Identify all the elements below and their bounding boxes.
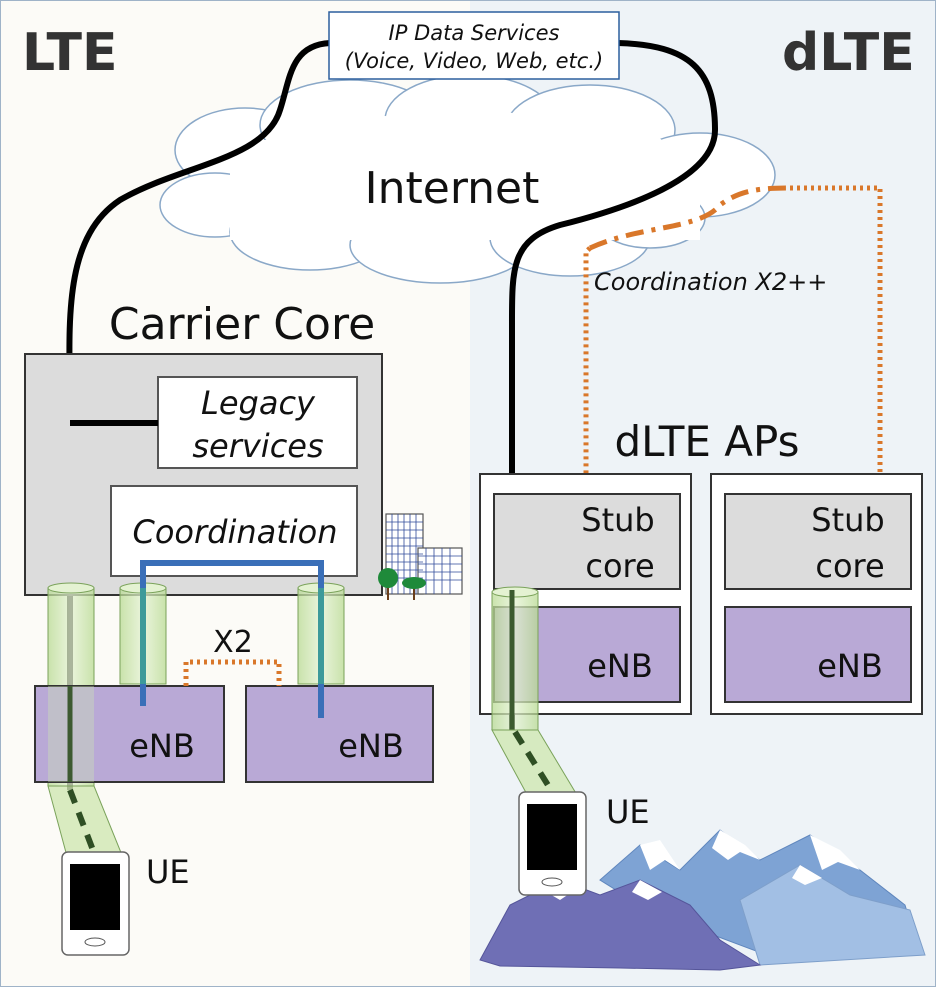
enb-left-2 [245, 685, 434, 783]
coordination-x2pp-label: Coordination X2++ [594, 268, 827, 296]
dlte-aps-title: dLTE APs [614, 417, 799, 466]
x2-dotted-link [183, 659, 282, 686]
stub-core-1-line1: Stub [581, 501, 654, 539]
ue-right-label: UE [606, 793, 650, 831]
enb-left-1 [34, 685, 225, 783]
enb-left-1-label: eNB [129, 727, 195, 765]
stub-core-2-line1: Stub [811, 501, 884, 539]
x2-label: X2 [213, 625, 253, 660]
ue-left-label: UE [146, 853, 190, 891]
stub-core-2-line2: core [815, 547, 884, 585]
dlte-header: dLTE [782, 23, 915, 83]
lte-header: LTE [22, 23, 118, 83]
x2plus-dashed-link [588, 185, 791, 251]
dlte-backbone-line [508, 40, 719, 730]
legacy-line1: Legacy [201, 384, 316, 422]
internet-label: Internet [365, 163, 540, 214]
legacy-line2: services [192, 427, 323, 465]
stub-core-1-line2: core [585, 547, 654, 585]
tunnel-dlte [491, 591, 539, 731]
lte-backbone-line [66, 40, 331, 790]
city-buildings-icon [378, 513, 463, 600]
enb-dlte-2-label: eNB [817, 647, 883, 685]
x2plus-dotted-link [583, 185, 883, 475]
stub-core-1 [493, 493, 681, 590]
enb-dlte-2 [724, 606, 912, 703]
mountains-icon [479, 829, 926, 971]
ue-right-phone-icon [518, 791, 587, 896]
carrier-core-title: Carrier Core [109, 299, 375, 350]
legacy-services-box [157, 376, 358, 469]
ip-services-line1: IP Data Services [389, 21, 560, 45]
ue-left-phone-icon [61, 851, 130, 956]
stub-core-2 [724, 493, 912, 590]
ip-services-line2: (Voice, Video, Web, etc.) [345, 49, 603, 73]
enb-dlte-1-label: eNB [587, 647, 653, 685]
ip-data-services-box [328, 11, 620, 80]
coordination-label: Coordination [132, 513, 337, 551]
enb-left-2-label: eNB [338, 727, 404, 765]
